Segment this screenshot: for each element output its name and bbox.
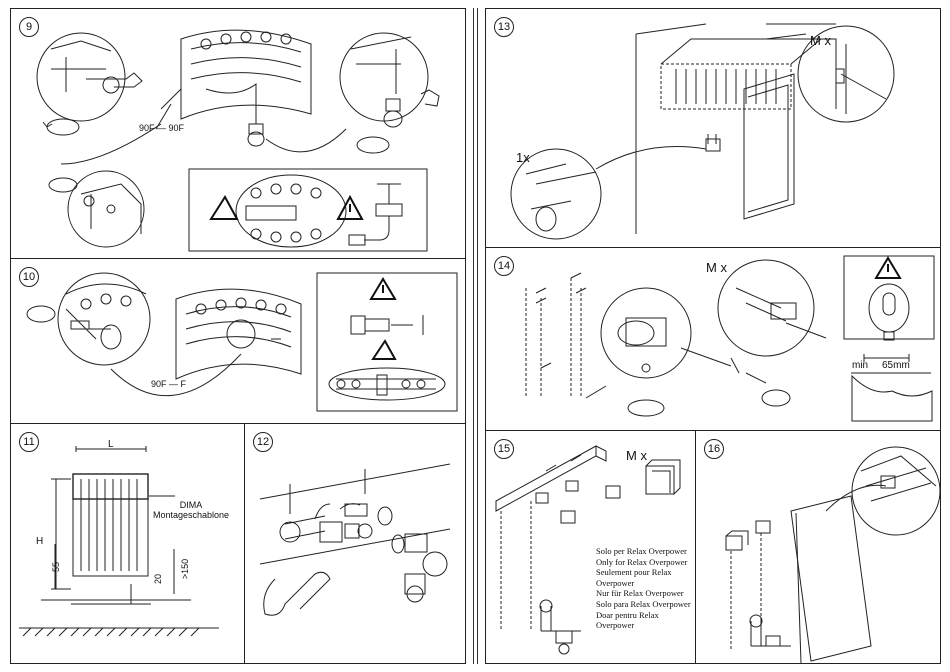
note-line: Overpower — [596, 578, 691, 589]
product-note: Solo per Relax Overpower Only for Relax … — [596, 546, 691, 631]
min-label: min — [852, 360, 868, 371]
step-10-illustration — [11, 259, 466, 424]
step-number: 9 — [19, 17, 39, 37]
step-number: 13 — [494, 17, 514, 37]
step-16-illustration — [696, 431, 941, 664]
fitting-label: 90F — 90F — [139, 123, 184, 133]
step-9-illustration — [11, 9, 466, 259]
step-14-illustration — [486, 248, 941, 431]
dimension-55-label: 55 — [51, 562, 61, 572]
dimension-150-label: >150 — [180, 559, 190, 579]
angle-triangle-icon — [211, 197, 237, 219]
step-12-panel: 12 — [244, 423, 466, 664]
note-line: Doar pentru Relax — [596, 610, 691, 621]
quantity-label: M x — [706, 260, 727, 275]
step-15-panel: 15 M x Solo per Relax Overpower Only for… — [485, 430, 696, 664]
dimension-l-label: L — [108, 439, 114, 450]
step-14-panel: 14 M x min 65mm — [485, 247, 941, 431]
step-number: 11 — [19, 432, 39, 452]
quantity-label: M x — [626, 448, 647, 463]
step-number: 12 — [253, 432, 273, 452]
step-11-panel: 11 L H 55 20 >150 DIMA Montageschablone — [10, 423, 245, 664]
note-line: Only for Relax Overpower — [596, 557, 691, 568]
note-line: Nur für Relax Overpower — [596, 588, 691, 599]
dimension-65-label: 65mm — [882, 360, 910, 371]
step-number: 14 — [494, 256, 514, 276]
step-16-panel: 16 — [695, 430, 941, 664]
step-number: 15 — [494, 439, 514, 459]
warning-triangle-icon — [876, 258, 900, 278]
step-number: 16 — [704, 439, 724, 459]
step-11-illustration — [11, 424, 245, 664]
warning-triangle-icon — [371, 279, 395, 299]
note-line: Overpower — [596, 620, 691, 631]
fitting-label: 90F — F — [151, 379, 186, 389]
step-13-illustration — [486, 9, 941, 248]
dimension-h-label: H — [36, 536, 43, 547]
note-line: Solo per Relax Overpower — [596, 546, 691, 557]
step-10-panel: 10 — [10, 258, 466, 424]
step-12-illustration — [245, 424, 466, 664]
warning-triangle-icon — [338, 197, 362, 219]
quantity-label: M x — [810, 33, 831, 48]
dimension-20-label: 20 — [153, 574, 163, 584]
step-13-panel: 13 M x 1x — [485, 8, 941, 248]
template-label: DIMA Montageschablone — [153, 500, 229, 520]
quantity-label: 1x — [516, 150, 530, 165]
note-line: Solo para Relax Overpower — [596, 599, 691, 610]
page-separator — [473, 8, 474, 664]
note-line: Seulement pour Relax — [596, 567, 691, 578]
page-separator — [477, 8, 478, 664]
step-9-panel: 9 — [10, 8, 466, 259]
step-number: 10 — [19, 267, 39, 287]
angle-triangle-icon — [373, 341, 395, 359]
